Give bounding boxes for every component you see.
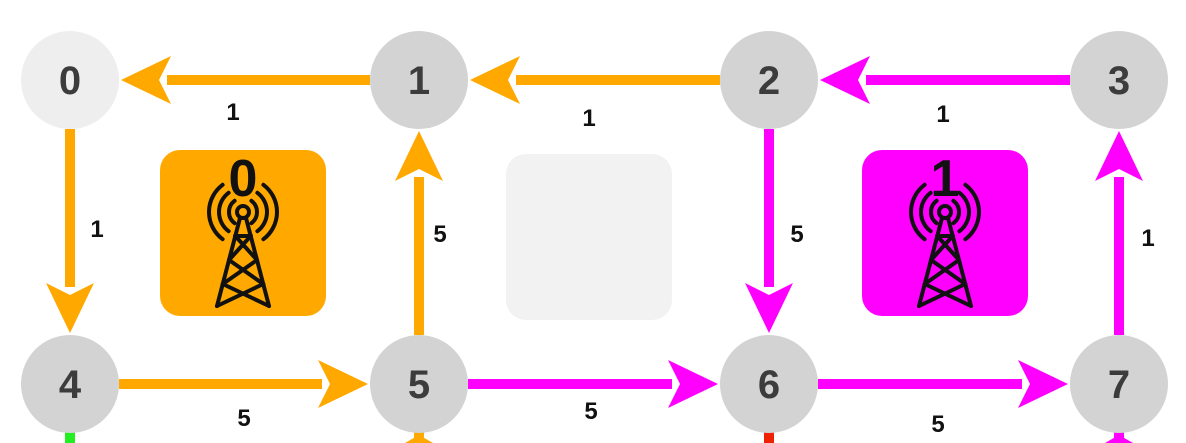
edge-3-to-2 [820, 56, 1070, 104]
edge-5-to-6 [468, 360, 718, 408]
node-1: 1 [370, 31, 468, 129]
offscreen-edge-4 [65, 431, 75, 443]
node-circle [21, 31, 119, 129]
cell-background [862, 150, 1028, 316]
offscreen-edges-layer [65, 431, 1133, 443]
node-circle [720, 335, 818, 433]
cell-background [506, 154, 672, 320]
node-6: 6 [720, 335, 818, 433]
cell-label: 0 [229, 150, 258, 208]
edge-weight-label: 1 [582, 105, 595, 132]
antenna-tower-icon [909, 182, 981, 308]
node-4: 4 [21, 335, 119, 433]
edge-2-to-6 [745, 129, 793, 333]
cell-tower-0: 0 [160, 150, 326, 316]
cell-tower-1: 1 [862, 150, 1028, 316]
edge-weight-label: 1 [936, 101, 949, 128]
offscreen-arrowhead-7 [1105, 435, 1133, 443]
node-label: 4 [59, 363, 82, 407]
cell-empty [506, 154, 672, 320]
edge-4-to-5 [119, 360, 368, 408]
node-circle [370, 31, 468, 129]
edge-weight-label: 1 [90, 216, 103, 243]
edge-arrowhead [470, 56, 520, 104]
edge-weight-label: 1 [1141, 225, 1154, 252]
edge-arrowhead [395, 131, 443, 181]
node-label: 7 [1108, 363, 1130, 407]
node-0: 0 [21, 31, 119, 129]
cell-label: 1 [931, 150, 960, 208]
edge-arrowhead [46, 283, 94, 333]
edge-arrowhead [121, 56, 171, 104]
edge-arrowhead [745, 283, 793, 333]
node-label: 1 [408, 59, 430, 103]
edge-labels-layer: 1 1 1 1 5 5 1 5 5 5 [90, 99, 1154, 438]
edge-weight-label: 5 [931, 411, 944, 438]
edge-arrowhead [820, 56, 870, 104]
node-circle [1070, 335, 1168, 433]
node-circle [1070, 31, 1168, 129]
edge-arrowhead [1095, 131, 1143, 181]
edge-arrowhead [668, 360, 718, 408]
edge-weight-label: 5 [790, 221, 803, 248]
edge-2-to-1 [470, 56, 720, 104]
node-label: 5 [408, 363, 430, 407]
edge-weight-label: 1 [226, 99, 239, 126]
node-5: 5 [370, 335, 468, 433]
node-label: 0 [59, 59, 81, 103]
edge-1-to-0 [121, 56, 370, 104]
edge-7-to-3 [1095, 131, 1143, 335]
node-7: 7 [1070, 335, 1168, 433]
edges-layer [46, 56, 1143, 408]
offscreen-edge-6 [764, 431, 774, 443]
edge-arrowhead [318, 360, 368, 408]
antenna-tower-icon [207, 182, 279, 308]
edge-weight-label: 5 [433, 221, 446, 248]
edge-6-to-7 [818, 360, 1068, 408]
node-label: 2 [758, 59, 780, 103]
node-circle [370, 335, 468, 433]
edge-arrowhead [1018, 360, 1068, 408]
node-circle [21, 335, 119, 433]
edge-weight-label: 5 [584, 398, 597, 425]
node-2: 2 [720, 31, 818, 129]
node-3: 3 [1070, 31, 1168, 129]
cell-background [160, 150, 326, 316]
node-circle [720, 31, 818, 129]
node-label: 3 [1108, 59, 1130, 103]
edge-0-to-4 [46, 129, 94, 333]
offscreen-arrowhead-5 [405, 435, 433, 443]
edge-5-to-1 [395, 131, 443, 335]
node-label: 6 [758, 363, 780, 407]
edge-weight-label: 5 [237, 405, 250, 432]
